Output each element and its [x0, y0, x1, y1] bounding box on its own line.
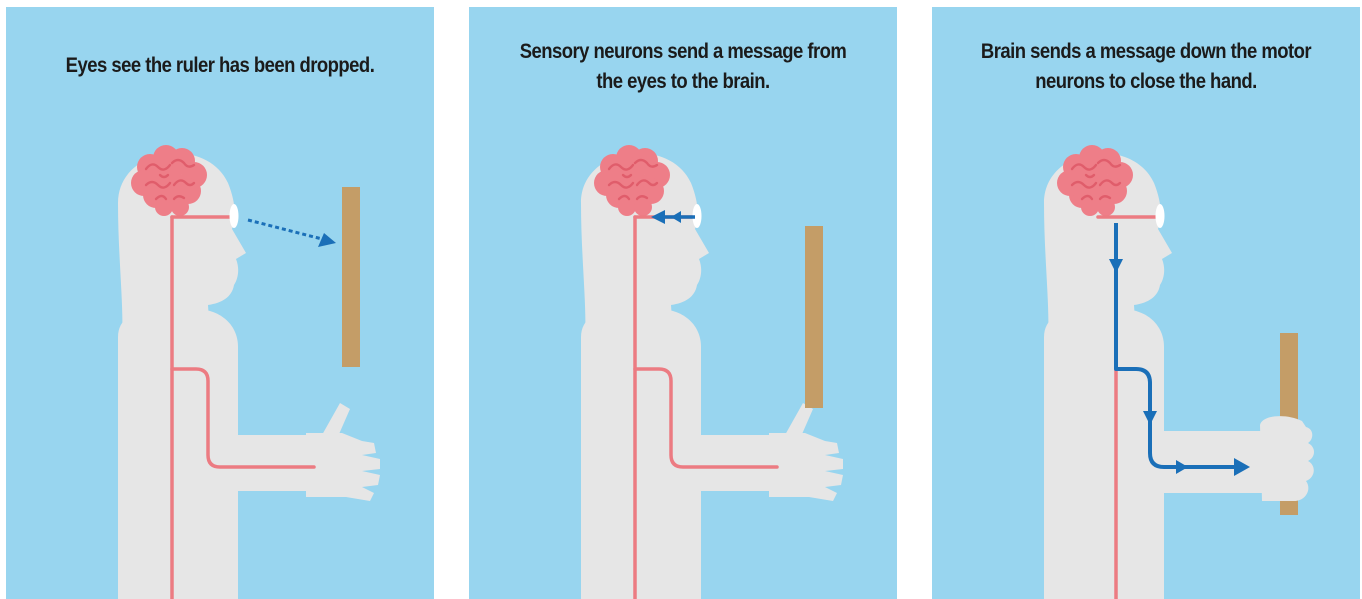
panel-illustration	[6, 7, 434, 599]
eye-icon	[1156, 204, 1165, 228]
person-silhouette	[581, 153, 843, 599]
eye-icon	[230, 204, 239, 228]
panel-illustration	[469, 7, 897, 599]
ruler	[342, 187, 360, 367]
eye-to-ruler-dotted-arrow	[248, 220, 336, 247]
ruler	[805, 226, 823, 408]
panel-motor-neurons: Brain sends a message down the motor neu…	[932, 7, 1360, 599]
panel-illustration	[932, 7, 1360, 599]
closed-fist	[1260, 416, 1314, 501]
panel-eyes-see-ruler: Eyes see the ruler has been dropped.	[6, 7, 434, 599]
panel-sensory-neurons: Sensory neurons send a message from the …	[469, 7, 897, 599]
